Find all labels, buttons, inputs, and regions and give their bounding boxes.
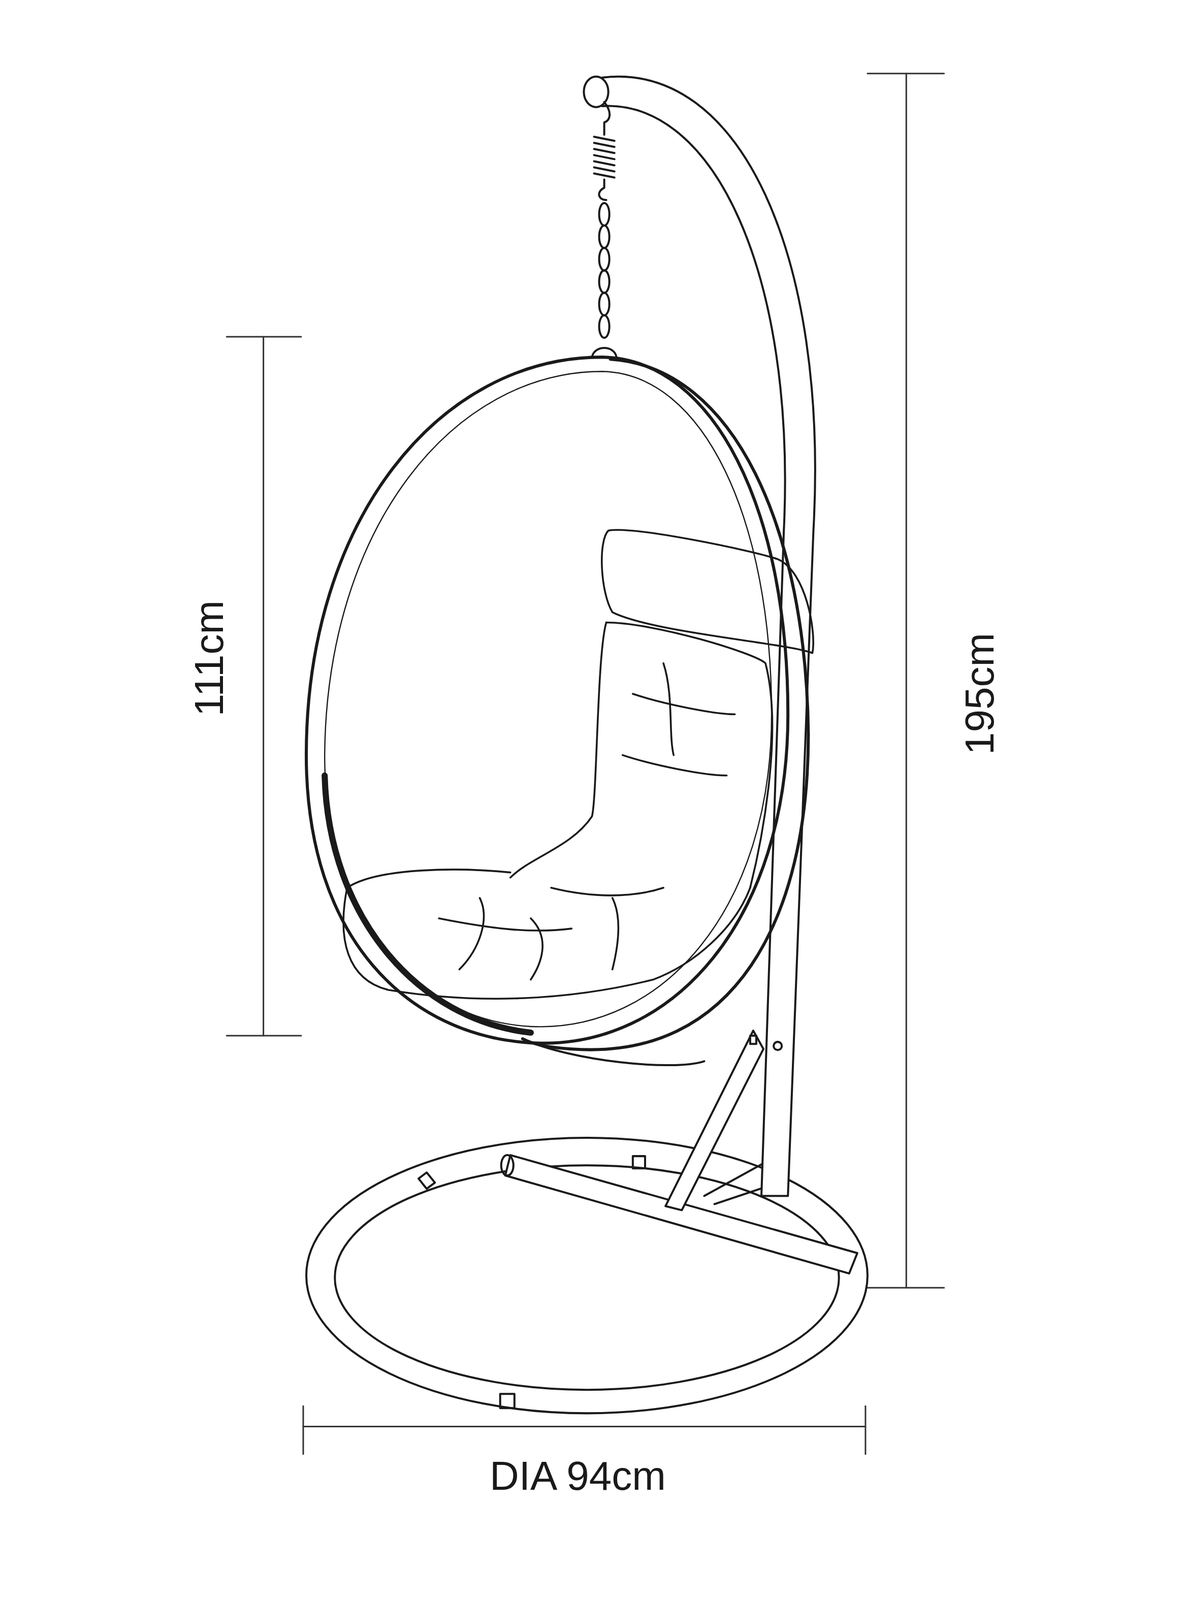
dimension-lines <box>226 73 944 1455</box>
egg-shell <box>306 357 809 1066</box>
cushion <box>343 529 814 999</box>
dimension-label: DIA 94cm <box>486 1454 669 1498</box>
base-bar <box>501 1155 858 1274</box>
dimension-label: 195cm <box>958 629 1002 758</box>
dimension-label: 111cm <box>187 597 231 720</box>
chain <box>592 102 617 358</box>
stand-struts <box>665 1030 776 1211</box>
